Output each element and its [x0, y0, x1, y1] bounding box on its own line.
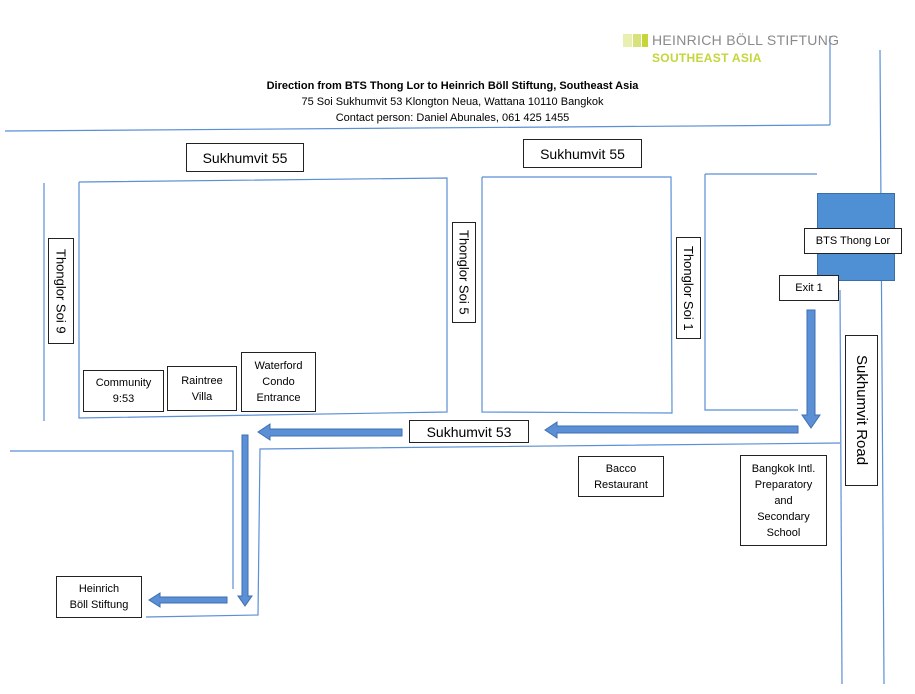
address-line: 75 Soi Sukhumvit 53 Klongton Neua, Watta…: [301, 96, 604, 108]
street-sukhumvit-55-right: Sukhumvit 55: [523, 139, 642, 168]
street-thonglor-soi-5: Thonglor Soi 5: [452, 222, 476, 323]
route-arrows: [148, 309, 821, 608]
soi53-lower-left: [10, 450, 234, 589]
landmark-bangkok-intl-school: Bangkok Intl. Preparatory and Secondary …: [740, 455, 827, 546]
logo-region: SOUTHEAST ASIA: [652, 51, 762, 65]
logo-bar-dark: [642, 34, 648, 47]
arrow-down-from-exit: [801, 309, 821, 429]
bts-station-label: BTS Thong Lor: [804, 228, 902, 254]
destination-heinrich-boell-stiftung: Heinrich Böll Stiftung: [56, 576, 142, 618]
soi53-lower-right: [145, 442, 841, 618]
block-1: [78, 177, 448, 419]
block-2: [481, 176, 673, 414]
street-thonglor-soi-1: Thonglor Soi 1: [676, 237, 701, 339]
contact-line: Contact person: Daniel Abunales, 061 425…: [335, 112, 570, 124]
landmark-raintree-villa: Raintree Villa: [167, 366, 237, 411]
logo-bar-mid: [633, 34, 641, 47]
block-3-sides: [704, 174, 798, 411]
sukhumvit-road-edge-left: [839, 289, 843, 685]
arrow-west-to-destination: [148, 592, 228, 608]
landmark-waterford-condo: Waterford Condo Entrance: [241, 352, 316, 412]
sukhumvit-road-edge-right: [879, 49, 885, 685]
logo-name: HEINRICH BÖLL STIFTUNG: [652, 32, 840, 48]
landmark-community-953: Community 9:53: [83, 370, 164, 412]
street-sukhumvit-road: Sukhumvit Road: [845, 335, 878, 486]
landmark-bacco-restaurant: Bacco Restaurant: [578, 456, 664, 497]
street-thonglor-soi-9: Thonglor Soi 9: [48, 238, 74, 344]
map-title: Direction from BTS Thong Lor to Heinrich…: [266, 80, 639, 92]
road-lines: [4, 36, 885, 685]
exit-1-label: Exit 1: [779, 275, 839, 301]
arrow-down-to-destination: [237, 434, 253, 607]
street-sukhumvit-55-left: Sukhumvit 55: [186, 143, 304, 172]
street-sukhumvit-53: Sukhumvit 53: [409, 420, 529, 443]
arrow-west-left: [257, 423, 403, 441]
top-road-line: [4, 124, 831, 132]
arrow-west-right: [544, 421, 799, 439]
logo-bar-light: [623, 34, 632, 47]
